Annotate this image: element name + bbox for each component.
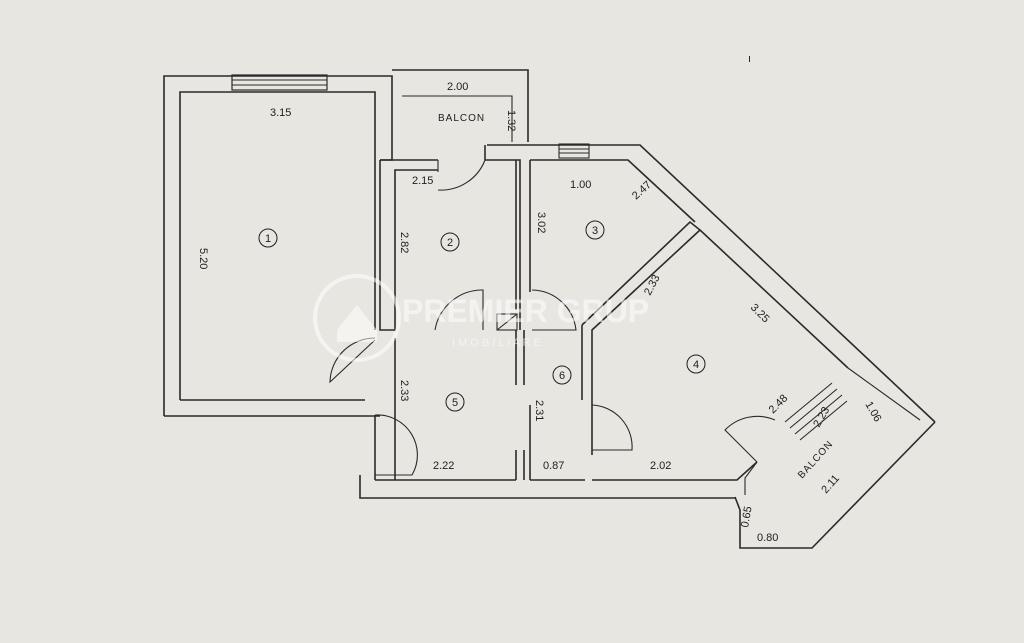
room-1-marker xyxy=(258,228,278,248)
watermark-subtitle: I M O B I L I A R E xyxy=(452,337,541,349)
dim-room3-diag: 2.47 xyxy=(630,179,654,202)
door-balcony-top xyxy=(437,159,486,191)
dim-balcony-right-length: 2.11 xyxy=(819,473,842,496)
watermark-brand: PREMIER GRUP xyxy=(402,293,649,329)
dim-room3-length: 3.02 xyxy=(535,212,547,233)
shaft xyxy=(496,313,518,331)
room-5-number: 5 xyxy=(452,397,458,409)
dim-balcony-width: 2.00 xyxy=(447,81,468,93)
doors xyxy=(329,159,776,476)
balcony-top-wall xyxy=(392,69,529,142)
dim-room1-length: 5.20 xyxy=(197,248,209,269)
dim-room4-diag-right: 3.25 xyxy=(748,302,772,326)
room-1-inner-wall xyxy=(179,91,376,400)
room-5-marker xyxy=(445,392,465,412)
room-3-marker xyxy=(585,220,605,240)
window-room-1 xyxy=(231,74,328,91)
dim-room2-length: 2.82 xyxy=(398,232,410,253)
dim-balcony-right-small: 0.65 xyxy=(739,505,755,528)
bottom-wall xyxy=(359,475,735,499)
room-2-wall xyxy=(379,160,438,331)
door-room-3 xyxy=(531,289,577,331)
room-numbers: 1 2 3 4 5 6 xyxy=(258,220,706,412)
dim-room1-width: 3.15 xyxy=(270,107,291,119)
door-entrance xyxy=(374,414,418,476)
door-room-2 xyxy=(434,289,484,331)
watermark: PREMIER GRUP I M O B I L I A R E xyxy=(313,274,649,362)
door-room-6 xyxy=(591,404,633,451)
dim-room4-width: 2.02 xyxy=(650,460,671,472)
room-3-number: 3 xyxy=(592,225,598,237)
door-balcony-right xyxy=(724,415,776,463)
room-3-outer-wall xyxy=(630,144,936,423)
room-1-outer-wall xyxy=(163,75,393,416)
room-2-marker xyxy=(440,232,460,252)
walls xyxy=(163,69,936,549)
room-6-marker xyxy=(552,365,572,385)
balcony-right-label: BALCON xyxy=(796,439,836,481)
dim-balcony-window: 2.23 xyxy=(811,405,832,430)
balcony-right-wall xyxy=(734,421,936,549)
dim-room5-width: 2.22 xyxy=(433,460,454,472)
dim-room2-width: 2.15 xyxy=(412,175,433,187)
dim-balcony-right-bottom: 0.80 xyxy=(757,532,778,544)
dim-room4-side: 2.48 xyxy=(767,392,791,416)
watermark-logo-icon xyxy=(313,274,401,362)
dim-balcony-right-depth: 1.06 xyxy=(862,400,883,425)
room-4-number: 4 xyxy=(693,359,699,371)
dim-room6-width: 0.87 xyxy=(543,460,564,472)
room-6-number: 6 xyxy=(559,370,565,382)
window-balcony-right xyxy=(784,382,848,441)
dim-balcony-depth: 1.32 xyxy=(505,110,517,131)
room-2-number: 2 xyxy=(447,237,453,249)
room-4-marker xyxy=(686,354,706,374)
dim-room5-length: 2.33 xyxy=(398,380,410,401)
balcony-top-label: BALCON xyxy=(438,113,485,124)
room-1-number: 1 xyxy=(265,233,271,245)
corner-mark: ı xyxy=(748,53,751,65)
room-3-4-divider xyxy=(581,220,702,455)
dim-room3-width: 1.00 xyxy=(570,179,591,191)
window-room-3 xyxy=(558,143,590,159)
dim-room6-length: 2.31 xyxy=(533,400,545,421)
